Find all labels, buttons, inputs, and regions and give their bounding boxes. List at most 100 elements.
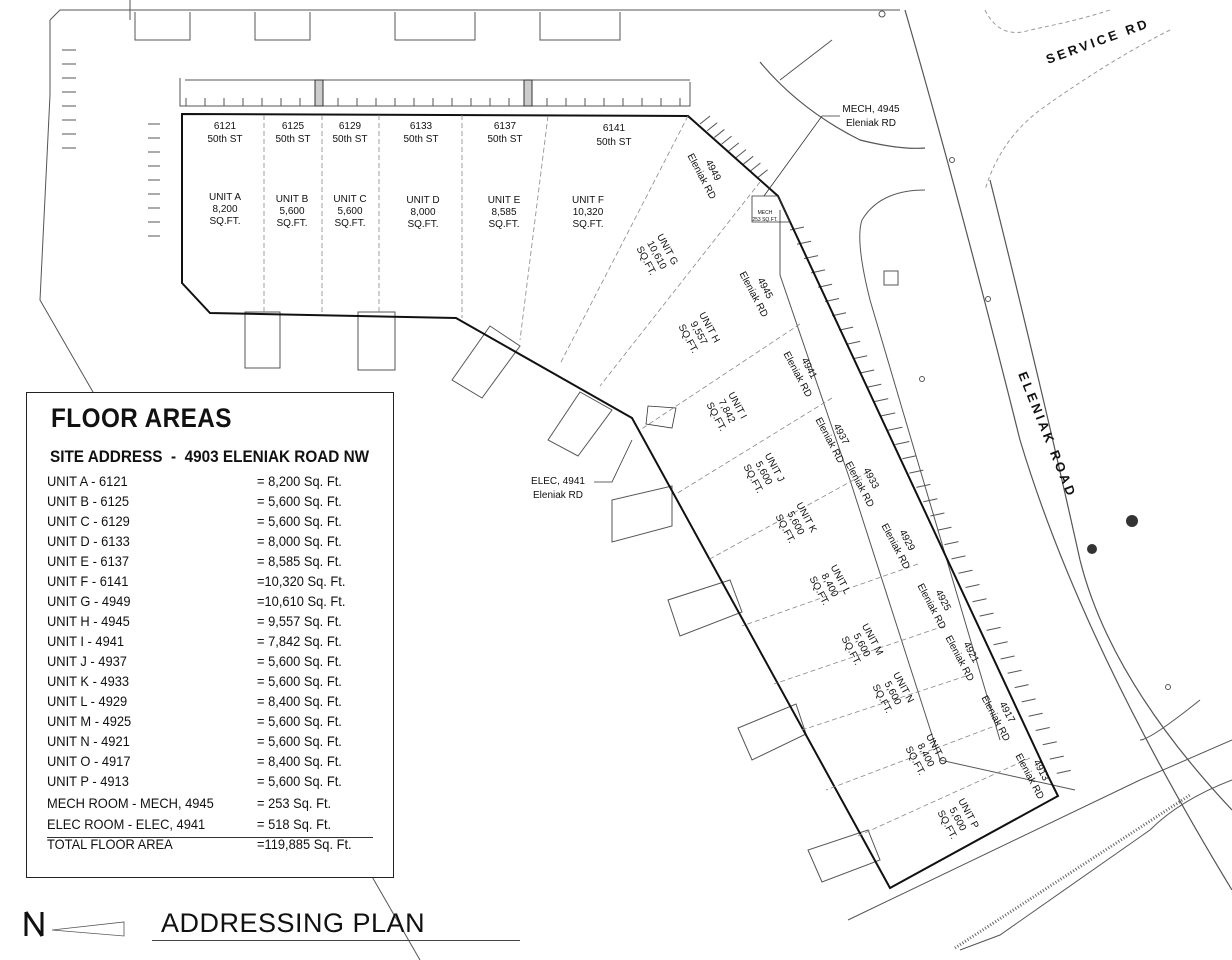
- mech-callout-line1: MECH, 4945: [842, 104, 900, 115]
- unit-c-name: UNIT C: [333, 194, 366, 205]
- unit-a-name: UNIT A: [209, 192, 241, 203]
- area-row-name: UNIT O - 4917: [47, 753, 131, 769]
- elec-callout-line1: ELEC, 4941: [531, 476, 585, 487]
- mech-room-label: MECH: [758, 210, 773, 216]
- unit-j-label: UNIT J 5,600 SQ.FT.: [741, 451, 786, 495]
- unit-a-label: 6121 50th ST UNIT A 8,200 SQ.FT.: [207, 121, 242, 227]
- unit-f-name: UNIT F: [572, 195, 604, 206]
- area-row: UNIT I - 4941 = 7,842 Sq. Ft.: [47, 633, 377, 653]
- area-row-value: = 5,600 Sq. Ft.: [257, 773, 342, 789]
- area-row-name: UNIT G - 4949: [47, 593, 131, 609]
- elec-callout-line2: Eleniak RD: [533, 490, 583, 501]
- floor-areas-title: FLOOR AREAS: [51, 403, 232, 433]
- area-row-value: = 5,600 Sq. Ft.: [257, 713, 342, 729]
- unit-c-area: 5,600: [337, 206, 362, 217]
- area-row-name: UNIT N - 4921: [47, 733, 130, 749]
- unit-c-number: 6129: [339, 121, 362, 132]
- area-row: UNIT M - 4925 = 5,600 Sq. Ft.: [47, 713, 377, 733]
- unit-d-name: UNIT D: [406, 195, 439, 206]
- area-row-value: = 5,600 Sq. Ft.: [257, 673, 342, 689]
- address-4945: 4945 Eleniak RD: [737, 270, 775, 319]
- plan-title-underline: [152, 940, 520, 941]
- area-row: UNIT J - 4937 = 5,600 Sq. Ft.: [47, 653, 377, 673]
- area-row-name: UNIT A - 6121: [47, 473, 128, 489]
- unit-b-name: UNIT B: [276, 194, 309, 205]
- unit-d-label: 6133 50th ST UNIT D 8,000 SQ.FT.: [403, 121, 439, 230]
- unit-o-label: UNIT O 8,400 SQ.FT.: [903, 732, 949, 777]
- east-unit-labels: UNIT G 10,610 SQ.FT. UNIT H 9,557 SQ.FT.…: [634, 232, 981, 841]
- unit-c-label: 6129 50th ST UNIT C 5,600 SQ.FT.: [332, 121, 367, 229]
- parking-stalls: [62, 49, 1071, 774]
- area-row-name: UNIT B - 6125: [47, 493, 130, 509]
- address-4925: 4925 Eleniak RD: [915, 582, 953, 631]
- area-row-value: = 8,200 Sq. Ft.: [257, 473, 342, 489]
- address-4913: 4913 Eleniak RD: [1013, 752, 1051, 801]
- area-row-name: MECH ROOM - MECH, 4945: [47, 795, 214, 811]
- elec-callout: ELEC, 4941 Eleniak RD: [531, 476, 585, 501]
- area-row-value: = 8,400 Sq. Ft.: [257, 693, 342, 709]
- east-address-labels: 4949 Eleniak RD 4945 Eleniak RD 4941 Ele…: [685, 152, 1051, 801]
- unit-b-sqft: SQ.FT.: [276, 218, 307, 229]
- area-row: UNIT P - 4913 = 5,600 Sq. Ft.: [47, 773, 377, 793]
- unit-d-street: 50th ST: [403, 134, 438, 145]
- area-row-name: UNIT I - 4941: [47, 633, 125, 649]
- unit-a-sqft: SQ.FT.: [209, 216, 240, 227]
- area-row-name: UNIT F - 6141: [47, 573, 129, 589]
- unit-f-number: 6141: [603, 123, 626, 134]
- mech-callout-line2: Eleniak RD: [846, 118, 896, 129]
- area-row-value: = 5,600 Sq. Ft.: [257, 493, 342, 509]
- unit-a-number: 6121: [214, 121, 237, 132]
- area-row-name: ELEC ROOM - ELEC, 4941: [47, 816, 206, 832]
- unit-e-street: 50th ST: [487, 134, 522, 145]
- unit-b-area: 5,600: [279, 206, 304, 217]
- area-row: UNIT A - 6121 = 8,200 Sq. Ft.: [47, 473, 377, 493]
- unit-i-label: UNIT I 7,842 SQ.FT.: [704, 390, 749, 433]
- area-row-value: =10,610 Sq. Ft.: [257, 593, 346, 609]
- unit-e-area: 8,585: [491, 207, 516, 218]
- area-row-value: = 8,585 Sq. Ft.: [257, 553, 342, 569]
- address-4917: 4917 Eleniak RD: [979, 694, 1017, 743]
- area-row-value: =10,320 Sq. Ft.: [257, 573, 346, 589]
- unit-f-area: 10,320: [573, 207, 604, 218]
- unit-a-street: 50th ST: [207, 134, 242, 145]
- area-row: UNIT F - 6141 =10,320 Sq. Ft.: [47, 573, 377, 593]
- road-markers: [314, 10, 1171, 690]
- total-value: =119,885 Sq. Ft.: [257, 836, 352, 852]
- unit-d-number: 6133: [410, 121, 433, 132]
- unit-c-street: 50th ST: [332, 134, 367, 145]
- area-row: UNIT C - 6129 = 5,600 Sq. Ft.: [47, 513, 377, 533]
- area-row: UNIT N - 4921 = 5,600 Sq. Ft.: [47, 733, 377, 753]
- address-4941: 4941 Eleniak RD: [781, 350, 819, 399]
- north-arrow-icon: [24, 911, 125, 937]
- address-4937: 4937 Eleniak RD: [813, 416, 851, 465]
- unit-f-label: 6141 50th ST UNIT F 10,320 SQ.FT.: [572, 123, 632, 230]
- area-row-name: UNIT D - 6133: [47, 533, 130, 549]
- road-names: SERVICE RD ELENIAK ROAD: [1015, 15, 1151, 500]
- area-row-value: = 518 Sq. Ft.: [257, 816, 332, 832]
- area-row-value: = 5,600 Sq. Ft.: [257, 513, 342, 529]
- area-row-name: UNIT H - 4945: [47, 613, 130, 629]
- area-row: UNIT G - 4949 =10,610 Sq. Ft.: [47, 593, 377, 613]
- unit-f-sqft: SQ.FT.: [572, 219, 603, 230]
- area-row-value: = 7,842 Sq. Ft.: [257, 633, 342, 649]
- unit-c-sqft: SQ.FT.: [334, 218, 365, 229]
- plan-title: ADDRESSING PLAN: [161, 908, 426, 938]
- unit-e-name: UNIT E: [488, 195, 521, 206]
- eleniak-road-label: ELENIAK ROAD: [1015, 370, 1079, 501]
- unit-f-street: 50th ST: [596, 137, 631, 148]
- unit-d-area: 8,000: [410, 207, 435, 218]
- area-row-value: = 5,600 Sq. Ft.: [257, 653, 342, 669]
- address-4929: 4929 Eleniak RD: [879, 522, 917, 571]
- unit-k-label: UNIT K 5,600 SQ.FT.: [773, 501, 819, 546]
- total-divider: [47, 837, 373, 838]
- area-row-name: UNIT K - 4933: [47, 673, 130, 689]
- floor-areas-table: FLOOR AREAS SITE ADDRESS - 4903 ELENIAK …: [26, 392, 394, 878]
- area-row: UNIT D - 6133 = 8,000 Sq. Ft.: [47, 533, 377, 553]
- total-row: TOTAL FLOOR AREA =119,885 Sq. Ft.: [47, 836, 377, 856]
- total-name: TOTAL FLOOR AREA: [47, 836, 173, 852]
- area-row-name: UNIT J - 4937: [47, 653, 127, 669]
- area-row-name: UNIT C - 6129: [47, 513, 130, 529]
- area-row: UNIT B - 6125 = 5,600 Sq. Ft.: [47, 493, 377, 513]
- unit-a-area: 8,200: [212, 204, 237, 215]
